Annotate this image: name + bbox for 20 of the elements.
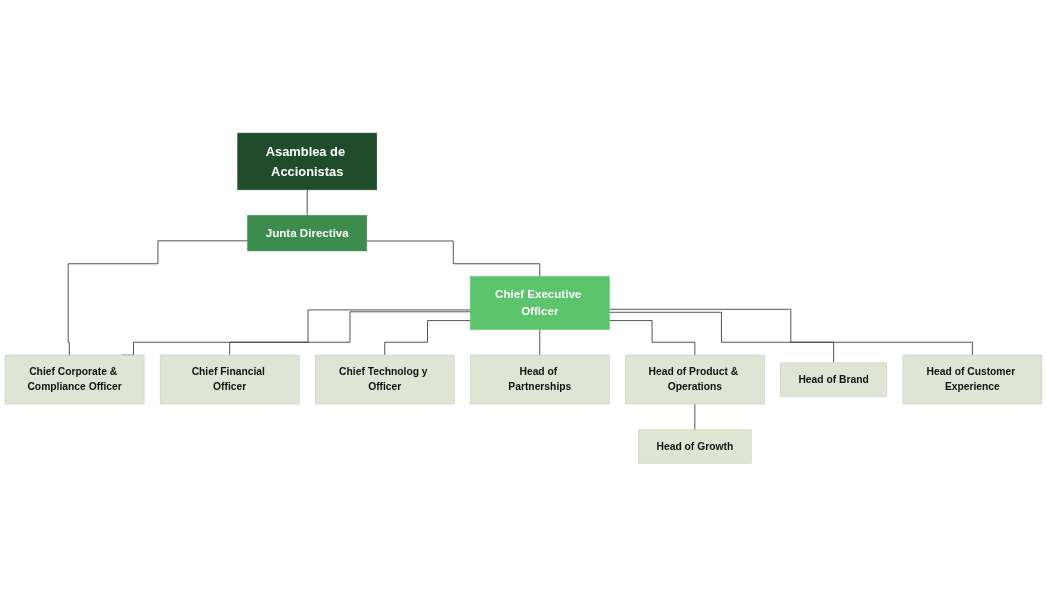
node-box: Head of Product & Operations (625, 354, 765, 405)
node-box: Head of Customer Experience (902, 354, 1043, 405)
node-box: Chief Financial Officer (159, 354, 300, 405)
node-box: Asamblea de Accionistas (237, 132, 377, 190)
connector (229, 311, 471, 356)
node-box: Chief Technolog y Officer (314, 354, 455, 405)
connector (539, 328, 541, 356)
connector (384, 320, 471, 356)
node-box: Head of Partnerships (470, 354, 610, 405)
node-box: Head of Brand (780, 362, 888, 397)
connector (366, 240, 541, 277)
connector (608, 320, 696, 356)
node-box: Chief Executive Officer (470, 276, 610, 330)
connector (608, 311, 835, 364)
connector (306, 189, 308, 216)
connector (608, 308, 973, 356)
node-box: Junta Directiva (247, 215, 368, 252)
connector (67, 240, 249, 356)
node-box: Chief Corporate & Compliance Officer (4, 354, 145, 405)
node-box: Head of Growth (638, 429, 752, 464)
